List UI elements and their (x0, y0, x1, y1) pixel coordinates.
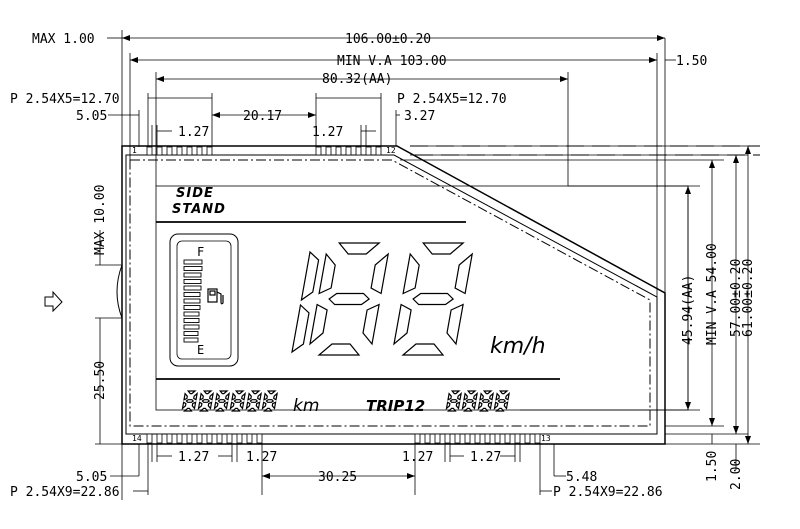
dim-height-61: 61.00±0.20 (741, 259, 756, 337)
trip-digits (445, 390, 510, 412)
speed-digit-1 (291, 250, 320, 354)
fuel-bar (183, 298, 201, 304)
trip-digit (445, 390, 462, 412)
dim-aa-width: 80.32(AA) (322, 72, 392, 87)
fuel-bar (183, 285, 202, 291)
dim-max-lead: MAX 10.00 (93, 185, 108, 255)
dim-offset-bottom-left: 5.05 (76, 470, 107, 485)
trip-digit (493, 390, 510, 412)
bottom-pins (146, 433, 541, 444)
top-pins (146, 146, 382, 156)
fuel-empty-label: E (197, 343, 204, 357)
dim-height-57: 57.00±0.20 (729, 259, 744, 337)
fuel-bar (183, 259, 203, 265)
pin-label-top-first: 1 (132, 146, 137, 155)
dim-pin-pitch-bottom-1: 1.27 (178, 450, 209, 465)
dim-min-va-height: MIN V.A 54.00 (705, 243, 720, 345)
arrowheads (122, 35, 751, 479)
odometer-digit (261, 390, 278, 412)
odometer-digit (197, 390, 214, 412)
fuel-bars (183, 259, 203, 343)
dim-pin-pitch-bottom-3: 1.27 (402, 450, 433, 465)
dim-min-va-width: MIN V.A 103.00 (337, 54, 447, 69)
dim-pin-pitch-bottom-4: 1.27 (470, 450, 501, 465)
stand-label: STAND (172, 202, 226, 217)
speed-digit-3 (393, 242, 474, 356)
dim-overall-width: 106.00±0.20 (345, 32, 431, 47)
fuel-pump-icon (207, 288, 224, 305)
dim-offset-top-left: 5.05 (76, 109, 107, 124)
trip-digit (461, 390, 478, 412)
odometer-digit (213, 390, 230, 412)
dim-offset-bottom-right: 5.48 (566, 470, 597, 485)
fuel-bar (183, 266, 203, 271)
fuel-bar (183, 279, 202, 284)
odometer-digit (245, 390, 262, 412)
odometer-digit (181, 390, 198, 412)
odometer-digits (181, 390, 278, 412)
dim-pitch-top-right: P 2.54X5=12.70 (397, 92, 507, 107)
fuel-bar (183, 292, 201, 297)
arrow-right-outline-icon (44, 290, 63, 313)
fuel-bar (183, 331, 199, 336)
fuel-gauge: F E (169, 233, 239, 367)
trip-digit (477, 390, 494, 412)
side-label: SIDE (176, 186, 214, 201)
dim-pitch-bottom-right: P 2.54X9=22.86 (553, 485, 663, 500)
speed-digit-2 (309, 242, 390, 356)
pin-label-bottom-first: 14 (132, 434, 142, 443)
dim-max-left: MAX 1.00 (32, 32, 95, 47)
dim-pin-pitch-bottom-2: 1.27 (246, 450, 277, 465)
fuel-bar (183, 337, 199, 343)
pin-label-bottom-last: 13 (541, 434, 551, 443)
dimension-lines (95, 30, 760, 500)
fuel-bar (183, 305, 201, 310)
speed-unit-label: km/h (490, 334, 546, 359)
dim-bottom-margin: 1.50 (705, 451, 720, 482)
dim-pin-pitch-top-2: 1.27 (312, 125, 343, 140)
dim-lower-height: 25.50 (93, 361, 108, 400)
dim-right-margin: 1.50 (676, 54, 707, 69)
dim-pitch-bottom-left: P 2.54X9=22.86 (10, 485, 120, 500)
fuel-full-label: F (197, 245, 204, 259)
odometer-digit (229, 390, 246, 412)
trip-label: TRIP12 (366, 397, 425, 415)
dim-pitch-top-left: P 2.54X5=12.70 (10, 92, 120, 107)
pin-label-top-last: 12 (386, 146, 396, 155)
speed-digits (291, 242, 474, 356)
dim-offset-top-right: 3.27 (404, 109, 435, 124)
side-stand-indicator: SIDE STAND (172, 186, 226, 217)
fuel-bar (183, 318, 200, 323)
dim-pin-pitch-top-1: 1.27 (178, 125, 209, 140)
dim-gap-top: 20.17 (243, 109, 282, 124)
fuel-bar (183, 311, 200, 317)
dim-bottom-offset: 2.00 (729, 459, 744, 490)
fuel-bar (183, 324, 200, 330)
dim-aa-height: 45.94(AA) (681, 275, 696, 345)
fuel-bar (183, 272, 202, 278)
odometer-unit-label: km (293, 396, 319, 416)
dim-gap-bottom: 30.25 (318, 470, 357, 485)
